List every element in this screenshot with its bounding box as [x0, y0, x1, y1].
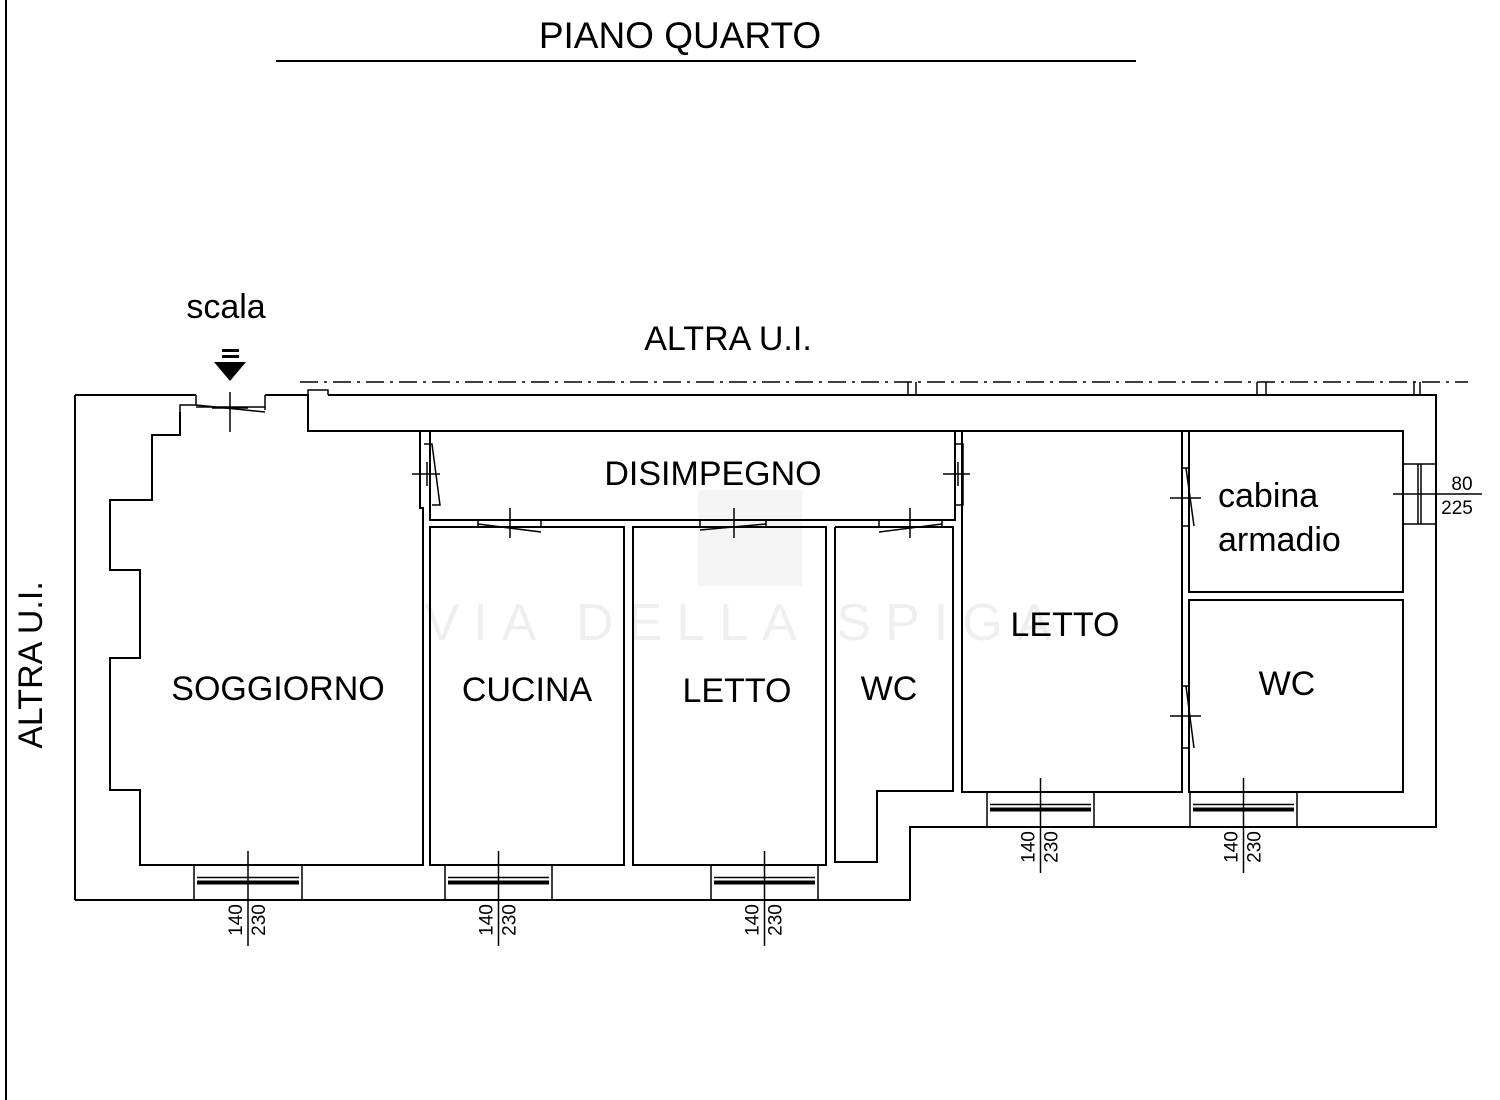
window-height-label: 230 — [500, 904, 521, 936]
room-wc-1 — [834, 526, 954, 863]
window-height-label: 230 — [766, 904, 787, 936]
window-width-label: 140 — [226, 904, 247, 936]
room-soggiorno — [109, 412, 424, 866]
door-wc-1 — [878, 508, 943, 538]
top-wall-segments — [307, 382, 1421, 395]
stair-arrow-icon — [214, 349, 246, 381]
watermark-logo — [698, 490, 802, 586]
label-soggiorno: SOGGIORNO — [171, 670, 384, 708]
door-cabina — [1170, 467, 1201, 527]
label-wc-1: WC — [861, 670, 918, 708]
label-letto-2: LETTO — [1011, 606, 1120, 644]
label-letto-1: LETTO — [683, 672, 792, 710]
window-height-label: 230 — [1245, 831, 1266, 863]
entrance-door — [179, 392, 266, 432]
window-width-label: 140 — [477, 904, 498, 936]
door-disimpegno-left — [412, 443, 441, 506]
plan-title: PIANO QUARTO — [539, 15, 821, 56]
window-cabina — [1393, 463, 1482, 525]
door-wc-2 — [1170, 685, 1201, 749]
watermark: VIA DELLA SPIGA — [425, 594, 1066, 652]
neighbor-label-left: ALTRA U.I. — [12, 581, 50, 749]
door-cucina — [477, 508, 542, 538]
label-wc-2: WC — [1259, 665, 1316, 703]
label-disimpegno: DISIMPEGNO — [604, 455, 821, 493]
window-cabina-width: 80 — [1451, 474, 1472, 495]
window-width-label: 140 — [743, 904, 764, 936]
window-width-label: 140 — [1222, 831, 1243, 863]
label-cabina-line1: cabina — [1218, 477, 1318, 515]
door-letto-1 — [699, 508, 767, 538]
room-disimpegno — [429, 431, 956, 521]
label-cabina-line2: armadio — [1218, 521, 1341, 559]
door-disimpegno-right — [943, 443, 970, 506]
window-width-label: 140 — [1019, 831, 1040, 863]
label-cucina: CUCINA — [462, 671, 593, 709]
window-height-label: 230 — [1042, 831, 1063, 863]
neighbor-label-top: ALTRA U.I. — [644, 320, 812, 358]
stair-label: scala — [186, 288, 265, 326]
window-cabina-height: 225 — [1441, 498, 1473, 519]
window-height-label: 230 — [249, 904, 270, 936]
